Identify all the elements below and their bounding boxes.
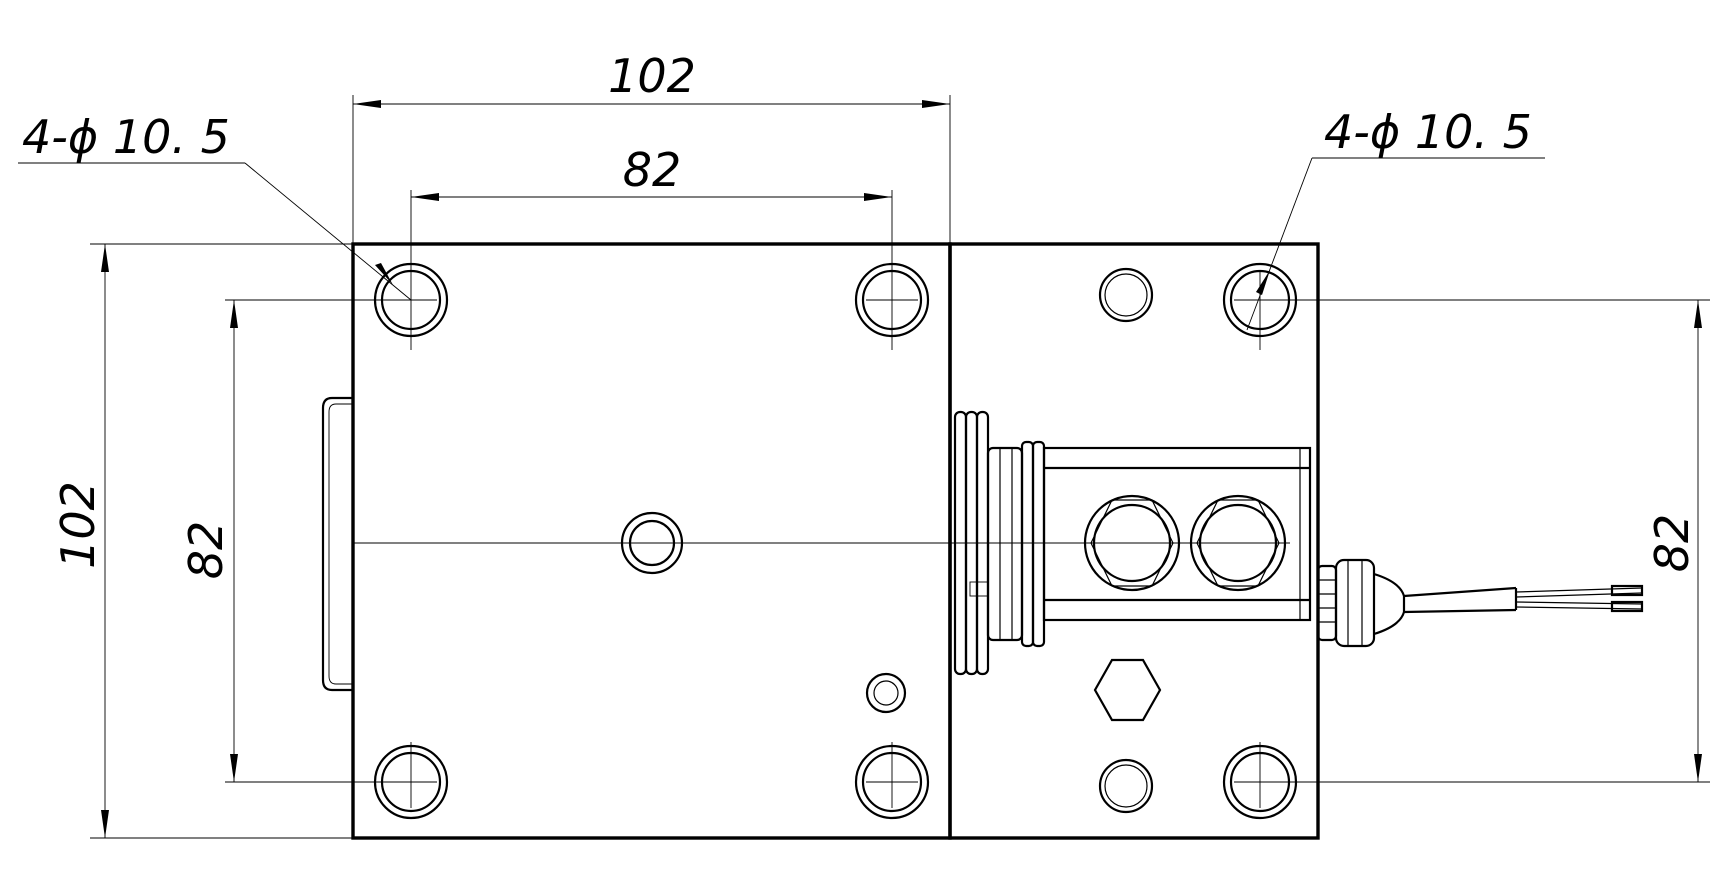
sensor-body-right [948,242,1320,840]
sensor-hole-bottom-small [1098,758,1154,814]
dimension-left-overall [90,243,353,839]
cable-gland [1316,558,1406,648]
dimension-top-holes [410,190,893,272]
dimension-label-top-overall: 102 [608,49,696,103]
mounting-plate-left [351,242,952,840]
dimension-right-holes [1286,299,1710,783]
dimension-label-left-overall: 102 [51,481,105,569]
callout-left-leader [18,162,412,301]
side-tab [321,396,353,692]
callout-label-left: 4-ϕ 10. 5 [22,110,230,164]
sensor-wires [1403,584,1644,614]
center-lines [353,272,1290,808]
callout-label-right: 4-ϕ 10. 5 [1324,105,1532,159]
dimension-top-overall [352,95,951,244]
dimension-left-holes [225,299,385,783]
sensor-hole-top-small [1098,267,1154,323]
dimension-label-top-holes: 82 [623,143,682,197]
small-screw [865,672,907,714]
dimension-label-right-holes: 82 [1645,514,1699,573]
callout-right-leader [1246,157,1545,331]
dimension-label-left-holes: 82 [179,521,233,580]
hex-nut [1093,658,1162,722]
